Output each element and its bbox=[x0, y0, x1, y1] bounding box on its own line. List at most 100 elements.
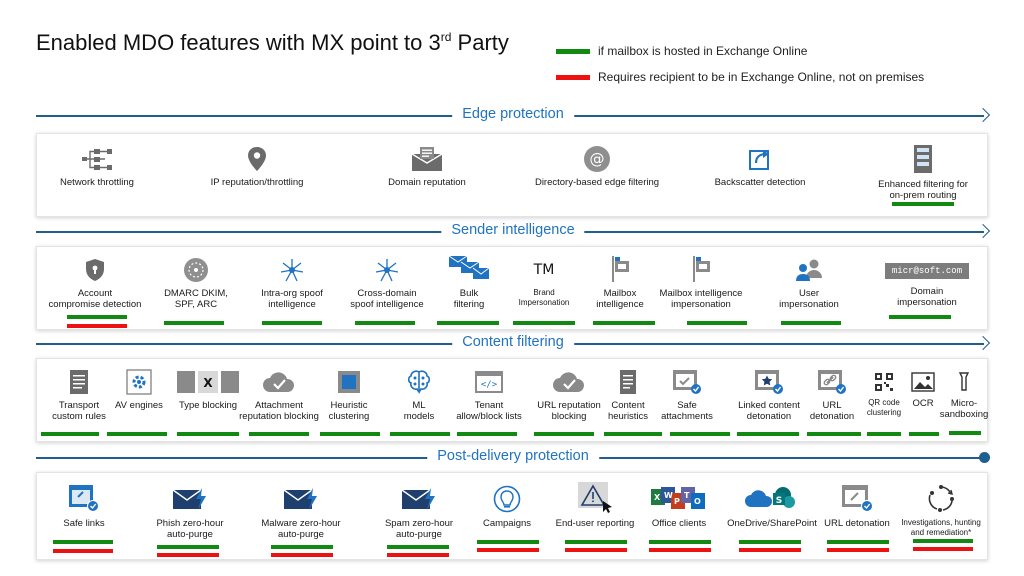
section-sender-header: Sender intelligence bbox=[36, 222, 991, 242]
location-pin-icon bbox=[246, 146, 268, 172]
mail-bolt-icon bbox=[283, 485, 319, 513]
edge-panel: Network throttling IP reputation/throttl… bbox=[36, 133, 988, 217]
link-window-icon bbox=[841, 483, 873, 513]
domain-box-icon: micr@soft.com bbox=[885, 261, 969, 281]
marker-red-bar bbox=[271, 553, 333, 557]
qr-code-icon bbox=[874, 371, 894, 393]
legend-green-swatch bbox=[556, 48, 590, 54]
marker-green-bar bbox=[177, 432, 239, 436]
mail-bolt-icon bbox=[401, 485, 437, 513]
svg-text:P: P bbox=[674, 497, 680, 506]
marker-green-bar bbox=[477, 540, 539, 544]
legend-green: if mailbox is hosted in Exchange Online bbox=[556, 44, 807, 58]
marker-green-bar bbox=[271, 545, 333, 549]
cloud-check-icon bbox=[262, 369, 296, 395]
marker-red-bar bbox=[67, 324, 127, 328]
legend-red: Requires recipient to be in Exchange Onl… bbox=[556, 70, 924, 84]
post-item-end-user-reporting: End-user reporting bbox=[545, 481, 645, 529]
marker-green-bar bbox=[41, 432, 99, 436]
marker-green-bar bbox=[53, 540, 113, 544]
safe-window-icon bbox=[672, 369, 702, 395]
legend-red-swatch bbox=[556, 74, 590, 80]
edge-item-network-throttling: Network throttling bbox=[47, 146, 147, 188]
campaign-icon bbox=[493, 485, 521, 513]
mail-stack-icon bbox=[411, 146, 443, 172]
mailbox-icon bbox=[609, 255, 631, 283]
link-window-icon bbox=[817, 369, 847, 395]
marker-green-bar bbox=[909, 432, 939, 436]
edge-item-backscatter: Backscatter detection bbox=[705, 146, 815, 188]
marker-green-bar bbox=[164, 321, 224, 325]
cycle-icon bbox=[926, 483, 956, 513]
content-item-ocr: OCR bbox=[903, 371, 943, 409]
mailbox-icon bbox=[690, 255, 712, 283]
svg-text:S: S bbox=[776, 496, 782, 506]
svg-text:X: X bbox=[654, 493, 661, 502]
marker-green-bar bbox=[249, 432, 309, 436]
gear-window-icon bbox=[126, 369, 152, 395]
marker-green-bar bbox=[670, 432, 730, 436]
image-icon bbox=[911, 371, 935, 393]
marker-green-bar bbox=[157, 545, 219, 549]
marker-green-bar bbox=[737, 432, 799, 436]
server-icon bbox=[913, 144, 933, 174]
post-item-campaigns: Campaigns bbox=[469, 485, 545, 529]
marker-green-bar bbox=[649, 540, 711, 544]
marker-green-bar bbox=[781, 321, 841, 325]
svg-text:</>: </> bbox=[481, 380, 498, 390]
section-sender-title: Sender intelligence bbox=[441, 222, 585, 238]
marker-green-bar bbox=[320, 432, 380, 436]
content-item-micro-sandboxing: Micro-sandboxing bbox=[940, 371, 988, 421]
marker-red-bar bbox=[387, 553, 449, 557]
post-item-url-detonation: URL detonation bbox=[817, 483, 897, 529]
marker-red-bar bbox=[157, 553, 219, 557]
marker-green-bar bbox=[593, 321, 655, 325]
edge-item-ip-reputation: IP reputation/throttling bbox=[197, 146, 317, 188]
marker-green-bar bbox=[513, 321, 575, 325]
hub-icon bbox=[374, 257, 400, 283]
section-content-header: Content filtering bbox=[36, 334, 991, 354]
network-icon bbox=[80, 146, 114, 172]
marker-green-bar bbox=[390, 432, 450, 436]
section-edge-header: Edge protection bbox=[36, 106, 991, 126]
marker-red-bar bbox=[739, 548, 801, 552]
marker-green-bar bbox=[437, 321, 499, 325]
marker-red-bar bbox=[565, 548, 627, 552]
marker-red-bar bbox=[913, 547, 973, 551]
content-item-av-engines: AV engines bbox=[107, 369, 171, 411]
section-post-title: Post-delivery protection bbox=[427, 448, 599, 464]
section-post-header: Post-delivery protection bbox=[36, 448, 990, 468]
cluster-square-icon bbox=[337, 369, 361, 395]
marker-green-bar bbox=[604, 432, 662, 436]
marker-green-bar bbox=[457, 432, 517, 436]
hub-icon bbox=[279, 257, 305, 283]
content-item-type-blocking: X Type blocking bbox=[172, 369, 244, 411]
star-window-icon bbox=[754, 369, 784, 395]
marker-green-bar bbox=[534, 432, 594, 436]
